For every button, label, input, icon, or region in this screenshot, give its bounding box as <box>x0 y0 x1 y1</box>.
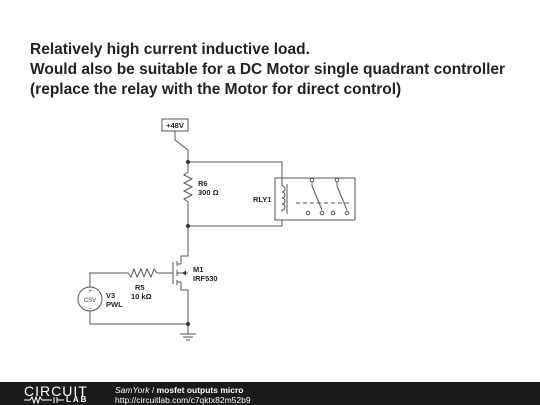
heading-line-2: Would also be suitable for a DC Motor si… <box>30 61 506 78</box>
drain-wire <box>180 226 189 264</box>
circuit-url-link[interactable]: http://circuitlab.com/c7qktx82m52b9 <box>115 395 251 405</box>
author-link[interactable]: SamYork <box>115 385 150 395</box>
footer-bar: CIRCUIT LAB SamYork / mosfet outputs mic… <box>0 382 540 405</box>
switch2-arm <box>336 185 348 211</box>
v3-type: PWL <box>106 300 123 309</box>
r5-name: R5 <box>135 283 145 292</box>
switch1-nc-contact <box>305 210 311 216</box>
m1-body-arrow <box>182 270 186 276</box>
heading-line-1: Relatively high current inductive load. <box>30 41 310 58</box>
switch1-no-contact <box>319 210 325 216</box>
logo-circuit-text: CIRCUIT <box>24 383 88 399</box>
r5-resistor <box>89 267 173 287</box>
r5-value: 10 kΩ <box>131 292 152 301</box>
junction-top <box>186 160 190 164</box>
circuit-title: mosfet outputs micro <box>156 385 244 395</box>
heading: Relatively high current inductive load. … <box>30 40 530 100</box>
relay-box <box>274 177 356 221</box>
source-plus-sign: + <box>88 289 92 295</box>
r6-name: R6 <box>198 179 208 188</box>
junction-drain <box>186 224 190 228</box>
credit-block: SamYork / mosfet outputs micro http://ci… <box>115 385 251 405</box>
junction-ground <box>186 322 190 326</box>
drain-rail-wire <box>188 212 283 227</box>
supply-wire <box>174 131 189 162</box>
switch2-common-contact <box>334 177 340 183</box>
switch1-common-contact <box>309 177 315 183</box>
heading-line-3: (replace the relay with the Motor for di… <box>30 81 402 98</box>
logo-wave-icon <box>24 396 64 404</box>
source-symbol-label: CSV <box>84 298 96 304</box>
relay-coil <box>281 178 286 212</box>
m1-name: M1 <box>193 265 203 274</box>
v3-name: V3 <box>106 291 115 300</box>
m1-part: IRF530 <box>193 274 218 283</box>
r6-resistor <box>182 162 194 226</box>
switch2-nc-contact <box>330 210 336 216</box>
relay-name: RLY1 <box>253 195 271 204</box>
r6-value: 300 Ω <box>198 188 219 197</box>
top-rail-wire <box>188 161 283 178</box>
source-minus-sign: − <box>88 306 92 312</box>
source-wire <box>180 282 189 324</box>
switch2-no-contact <box>344 210 350 216</box>
credit-separator: / <box>149 385 157 395</box>
ground-rail-wire <box>89 311 188 325</box>
switch1-arm <box>311 185 323 211</box>
logo-lab-text: LAB <box>66 395 89 404</box>
supply-label: +48V <box>166 121 184 130</box>
schematic-diagram: +48V R6 300 Ω RLY1 M1 IRF530 R5 10 kΩ V3… <box>77 118 356 341</box>
